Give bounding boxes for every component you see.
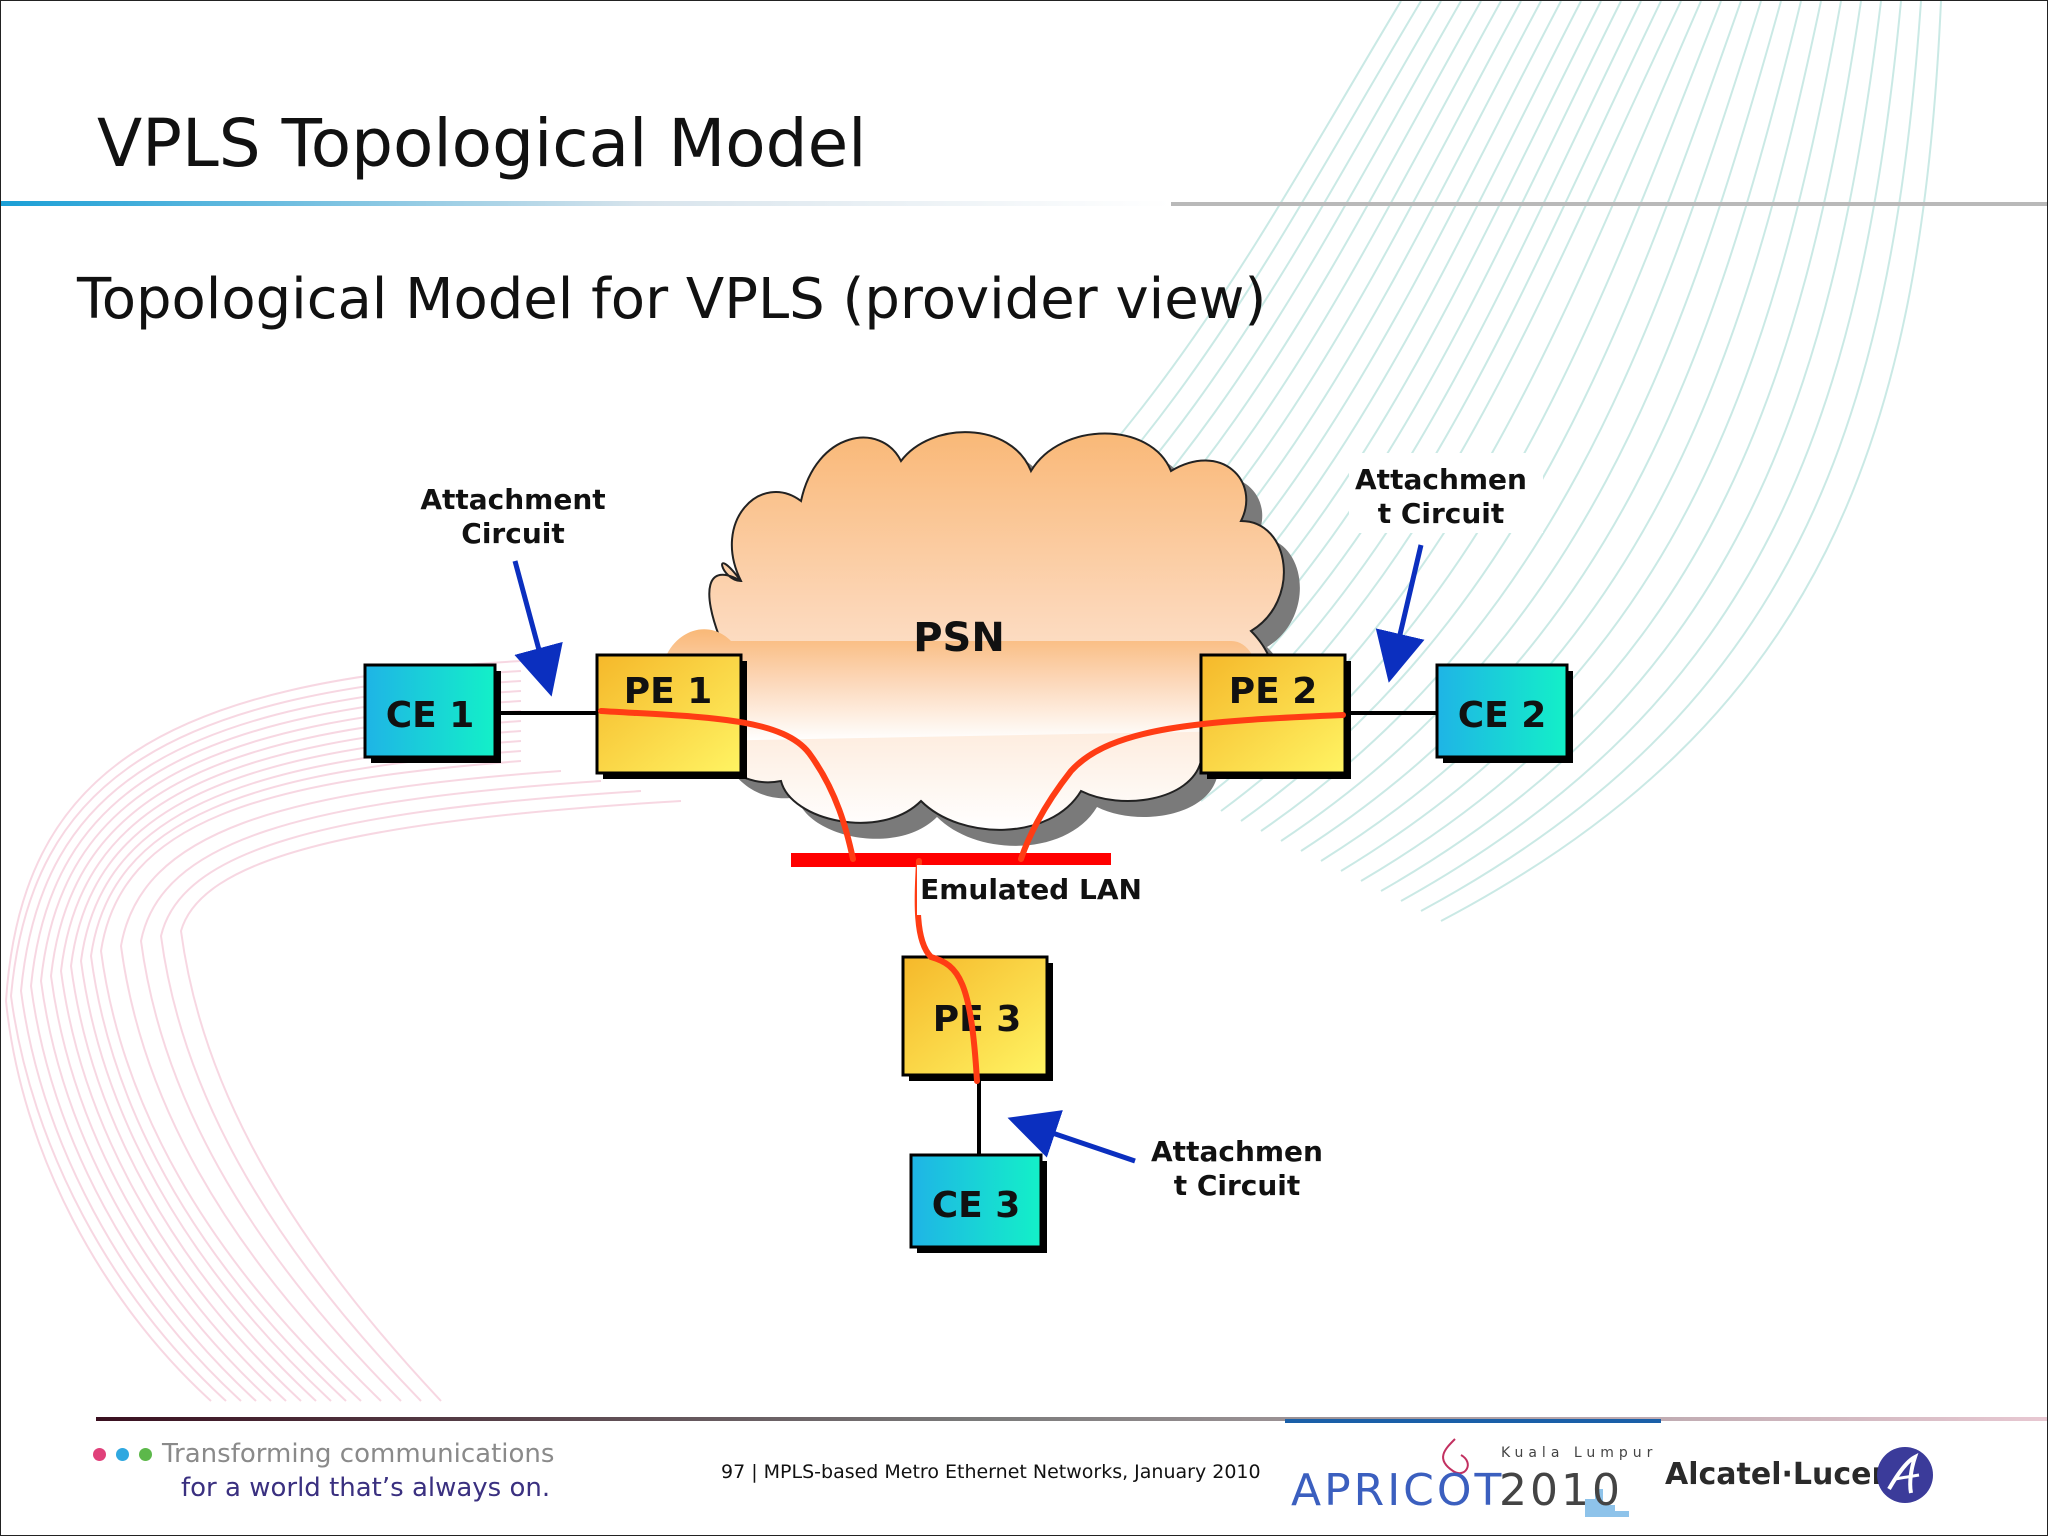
pseudowire-pe1 <box>598 708 856 862</box>
callout-left-line2: Circuit <box>461 517 564 550</box>
ce1-label: CE 1 <box>386 695 475 736</box>
pe2-node: PE 2 <box>1199 653 1351 779</box>
pseudowire-pe2 <box>1018 712 1346 862</box>
ce3-node: CE 3 <box>909 1153 1047 1253</box>
title-underline <box>1 201 2047 206</box>
ce1-node: CE 1 <box>363 663 501 763</box>
callout-left-arrow <box>512 560 563 697</box>
ce2-label: CE 2 <box>1458 695 1547 736</box>
callout-bottom-line2: t Circuit <box>1174 1169 1301 1202</box>
tagline-dot-green <box>139 1448 152 1461</box>
pe3-label: PE 3 <box>933 999 1022 1040</box>
apricot-wordmark: APRICOT <box>1291 1465 1505 1516</box>
pe1-label: PE 1 <box>624 671 713 712</box>
emulated-lan-label-box <box>917 865 1157 915</box>
pe2-label: PE 2 <box>1229 671 1318 712</box>
tagline: Transforming communications for a world … <box>93 1439 554 1503</box>
footer-rule <box>96 1417 2047 1421</box>
callout-right-line2: t Circuit <box>1378 497 1505 530</box>
slide-title: VPLS Topological Model <box>97 105 867 182</box>
callout-right-line1: Attachmen <box>1355 463 1527 496</box>
psn-label: PSN <box>913 615 1005 661</box>
psn-cloud-body <box>659 629 1260 741</box>
alcatel-lucent-logo-icon <box>1877 1447 1933 1503</box>
tagline-text-2: for a world that’s always on. <box>181 1473 551 1503</box>
emulated-lan-bar <box>791 853 1111 867</box>
alcatel-lucent-wordmark: Alcatel·Lucent <box>1665 1457 1908 1492</box>
callout-bottom-line1: Attachmen <box>1151 1135 1323 1168</box>
callout-bottom-arrow <box>1007 1110 1136 1164</box>
tagline-text-1: Transforming communications <box>162 1439 555 1469</box>
tagline-dot-pink <box>93 1448 106 1461</box>
ce3-label: CE 3 <box>932 1185 1021 1226</box>
callout-left-line1: Attachment <box>420 483 605 516</box>
apricot-year: 2010 <box>1499 1465 1623 1516</box>
tagline-dot-blue <box>116 1448 129 1461</box>
emulated-lan-label: Emulated LAN <box>920 873 1142 906</box>
ce2-node: CE 2 <box>1435 663 1573 763</box>
footer-page-text: 97 | MPLS-based Metro Ethernet Networks,… <box>721 1461 1261 1483</box>
callout-right-arrow <box>1375 544 1425 683</box>
apricot-logo-frame <box>1285 1419 1661 1517</box>
slide-subtitle: Topological Model for VPLS (provider vie… <box>77 267 1267 332</box>
callout-right-bg <box>1349 453 1543 533</box>
apricot-city: Kuala Lumpur <box>1501 1445 1658 1461</box>
tagline-line1: Transforming communications <box>93 1439 554 1469</box>
